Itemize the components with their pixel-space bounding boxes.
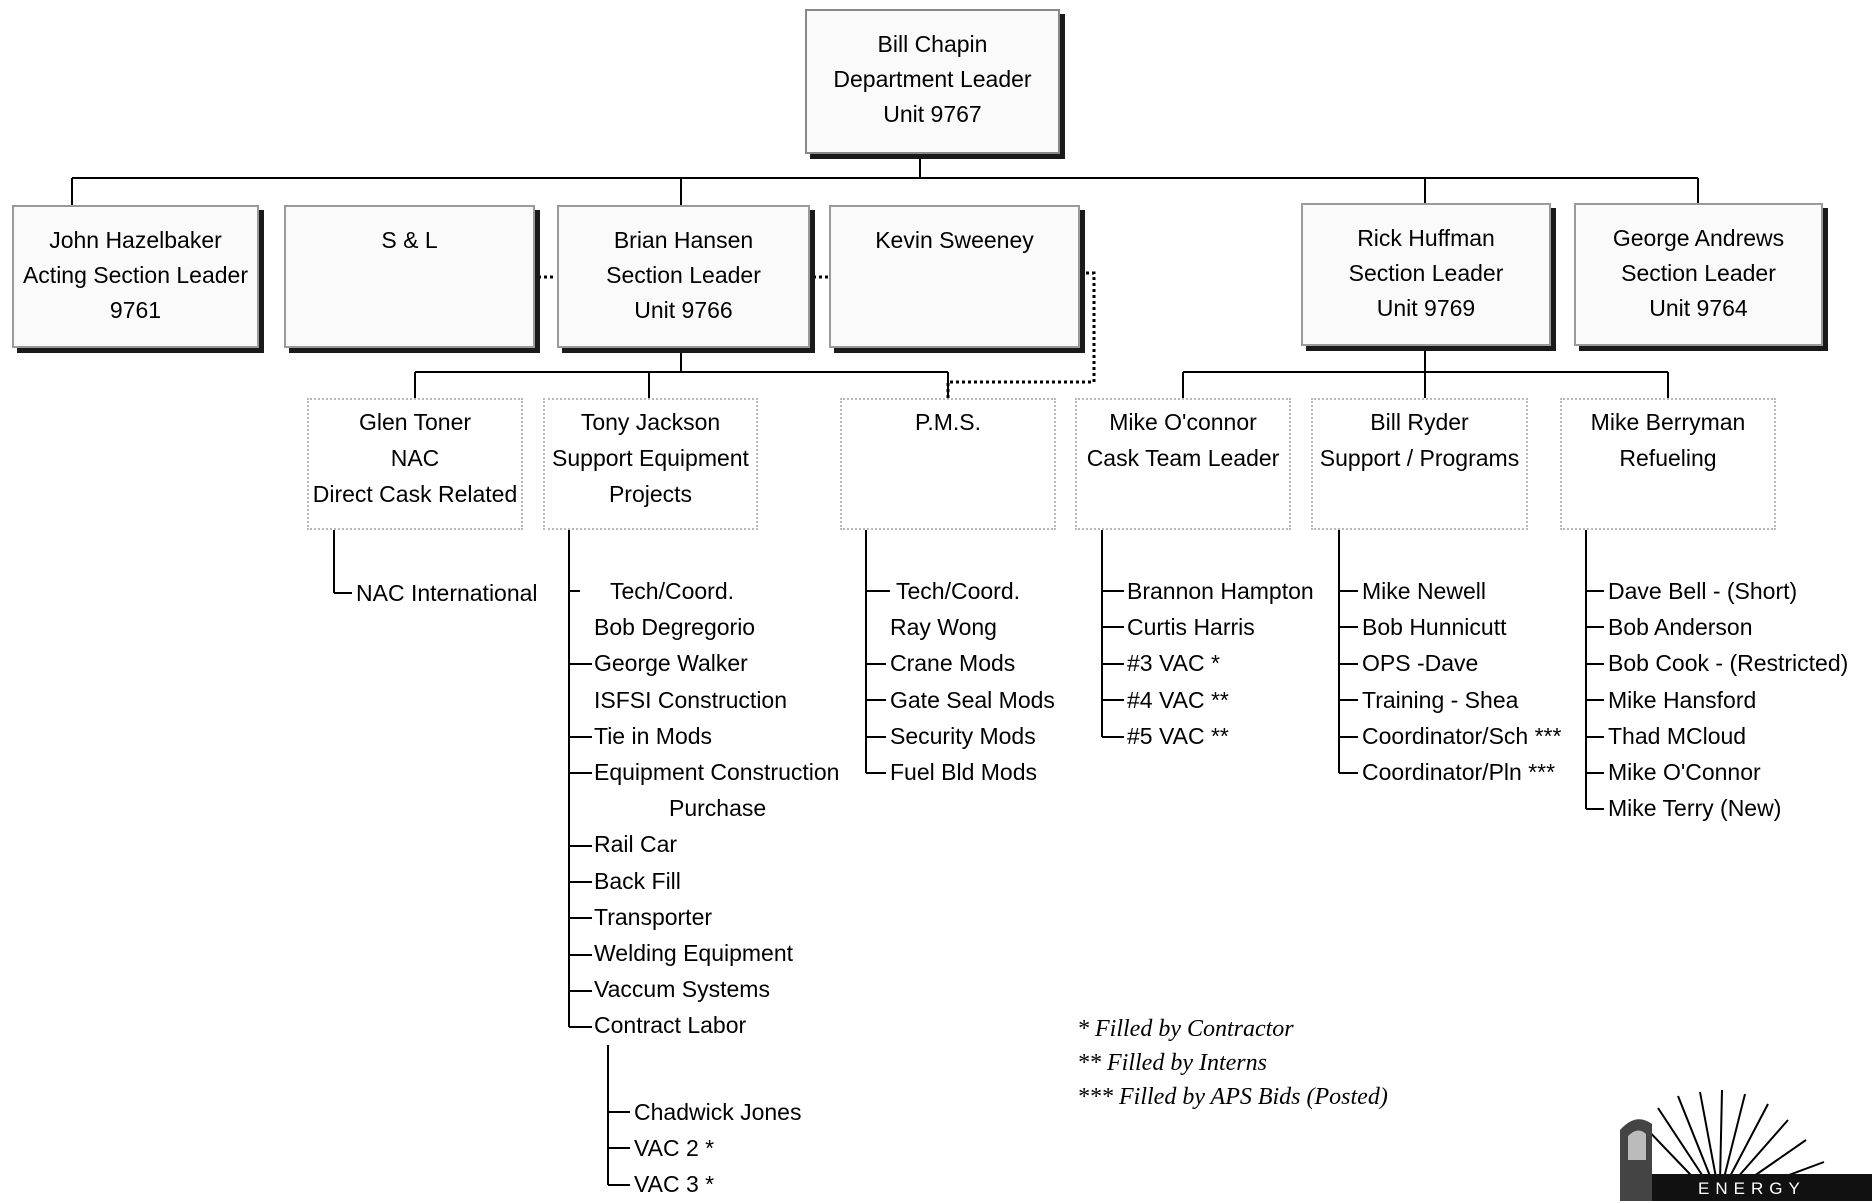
list-item: Welding Equipment: [594, 940, 794, 967]
title: Acting Section Leader: [22, 262, 249, 288]
section-box-hazelbaker: John Hazelbaker Acting Section Leader 97…: [12, 205, 259, 348]
title: Refueling: [1619, 445, 1717, 471]
title: Support / Programs: [1319, 445, 1520, 471]
sun-logo: ENERGY: [1620, 1090, 1872, 1201]
list-item: Rail Car: [594, 831, 678, 858]
title: NAC: [390, 445, 440, 471]
name: Mike Berryman: [1590, 409, 1746, 435]
list-item: Contract Labor: [594, 1012, 747, 1039]
group-box-berryman: Mike Berryman Refueling: [1560, 398, 1776, 530]
subtitle: Projects: [608, 481, 693, 507]
list-item: #5 VAC **: [1127, 722, 1229, 749]
list-item: Training - Shea: [1362, 686, 1519, 713]
list-item: Tech/Coord.: [610, 578, 735, 604]
title: Support Equipment: [552, 445, 749, 471]
unit: Unit 9764: [1649, 295, 1748, 321]
name: P.M.S.: [914, 409, 982, 435]
list-item: Bob Degregorio: [594, 614, 756, 641]
name: John Hazelbaker: [49, 227, 222, 253]
list-item: George Walker: [594, 650, 748, 677]
list-item: Chadwick Jones: [634, 1099, 802, 1125]
list-item: #3 VAC *: [1127, 650, 1220, 677]
list-item: OPS -Dave: [1362, 650, 1479, 677]
list-item: Transporter: [594, 903, 713, 930]
group-box-ryder: Bill Ryder Support / Programs: [1311, 398, 1528, 530]
berryman-list: Dave Bell - (Short) Bob Anderson Bob Coo…: [1608, 573, 1848, 826]
list-item: VAC 2 *: [634, 1135, 715, 1162]
group-box-oconnor: Mike O'connor Cask Team Leader: [1075, 398, 1291, 530]
title: Section Leader: [1621, 260, 1776, 286]
name: Kevin Sweeney: [875, 227, 1034, 253]
title: Section Leader: [1348, 260, 1504, 286]
name: Brian Hansen: [613, 227, 754, 253]
section-box-sweeney: Kevin Sweeney: [829, 205, 1080, 348]
list-item: VAC 3 *: [634, 1171, 715, 1198]
title: Cask Team Leader: [1086, 445, 1280, 471]
list-item: Tie in Mods: [594, 722, 713, 749]
name: Tony Jackson: [580, 409, 721, 435]
section-box-andrews: George Andrews Section Leader Unit 9764: [1574, 203, 1823, 346]
list-item: Bob Anderson: [1608, 614, 1753, 641]
list-item: ISFSI Construction: [594, 686, 788, 713]
note-aps-bids: *** Filled by APS Bids (Posted): [1077, 1084, 1388, 1110]
department-leader-box: Bill Chapin Department Leader Unit 9767: [805, 9, 1060, 154]
list-item: Back Fill: [594, 867, 681, 894]
section-box-huffman: Rick Huffman Section Leader Unit 9769: [1301, 203, 1551, 346]
title: Section Leader: [606, 262, 761, 288]
list-item: Coordinator/Sch ***: [1362, 722, 1562, 749]
list-item: Security Mods: [890, 722, 1036, 749]
unit: 9761: [109, 297, 162, 323]
list-item: Gate Seal Mods: [890, 686, 1055, 713]
list-item: NAC International: [356, 580, 538, 606]
list-item: Brannon Hampton: [1127, 578, 1314, 604]
list-item: Mike Terry (New): [1608, 795, 1782, 822]
list-item: Dave Bell - (Short): [1608, 578, 1798, 604]
list-item: Bob Hunnicutt: [1362, 614, 1507, 641]
list-item: Equipment Construction: [594, 759, 840, 786]
unit: Unit 9767: [883, 101, 982, 127]
note-interns: ** Filled by Interns: [1077, 1050, 1267, 1076]
name: George Andrews: [1612, 225, 1785, 251]
list-item: Ray Wong: [890, 614, 997, 641]
name: Glen Toner: [358, 409, 472, 435]
oconnor-list: Brannon Hampton Curtis Harris #3 VAC * #…: [1127, 573, 1314, 754]
list-item: Mike Newell: [1362, 578, 1486, 604]
jackson-list: Tech/Coord. Bob Degregorio George Walker…: [594, 573, 839, 1044]
list-item: Thad MCloud: [1608, 722, 1747, 749]
group-box-jackson: Tony Jackson Support Equipment Projects: [543, 398, 758, 530]
name: Rick Huffman: [1357, 225, 1495, 251]
list-item: Mike Hansford: [1608, 686, 1757, 713]
section-box-s-and-l: S & L: [284, 205, 535, 348]
list-item: Tech/Coord.: [896, 578, 1021, 604]
name: S & L: [381, 227, 438, 253]
title: Department Leader: [833, 66, 1032, 92]
list-item: Bob Cook - (Restricted): [1608, 650, 1849, 677]
note-contractor: * Filled by Contractor: [1077, 1016, 1294, 1042]
list-item: Crane Mods: [890, 650, 1016, 677]
ryder-list: Mike Newell Bob Hunnicutt OPS -Dave Trai…: [1362, 573, 1561, 790]
name: Bill Ryder: [1370, 409, 1469, 435]
list-item: Coordinator/Pln ***: [1362, 759, 1556, 786]
list-item: Fuel Bld Mods: [890, 759, 1038, 786]
unit: Unit 9769: [1376, 295, 1476, 321]
unit: Unit 9766: [634, 297, 733, 323]
list-item: Vaccum Systems: [594, 976, 770, 1003]
pms-list: Tech/Coord. Ray Wong Crane Mods Gate Sea…: [890, 573, 1055, 790]
section-box-hansen: Brian Hansen Section Leader Unit 9766: [557, 205, 810, 348]
contract-labor-list: Chadwick Jones VAC 2 * VAC 3 *: [634, 1094, 801, 1203]
toner-list: NAC International: [356, 575, 538, 611]
group-box-pms: P.M.S.: [840, 398, 1056, 530]
list-item: Mike O'Connor: [1608, 759, 1761, 786]
list-item: Curtis Harris: [1127, 614, 1255, 641]
name: Mike O'connor: [1109, 409, 1257, 435]
name: Bill Chapin: [877, 31, 988, 57]
subtitle: Direct Cask Related: [312, 481, 518, 507]
legend-notes: * Filled by Contractor ** Filled by Inte…: [1077, 1012, 1388, 1114]
logo-text: ENERGY: [1698, 1179, 1806, 1198]
list-item: Purchase: [669, 795, 767, 822]
group-box-toner: Glen Toner NAC Direct Cask Related: [307, 398, 523, 530]
list-item: #4 VAC **: [1127, 686, 1229, 713]
